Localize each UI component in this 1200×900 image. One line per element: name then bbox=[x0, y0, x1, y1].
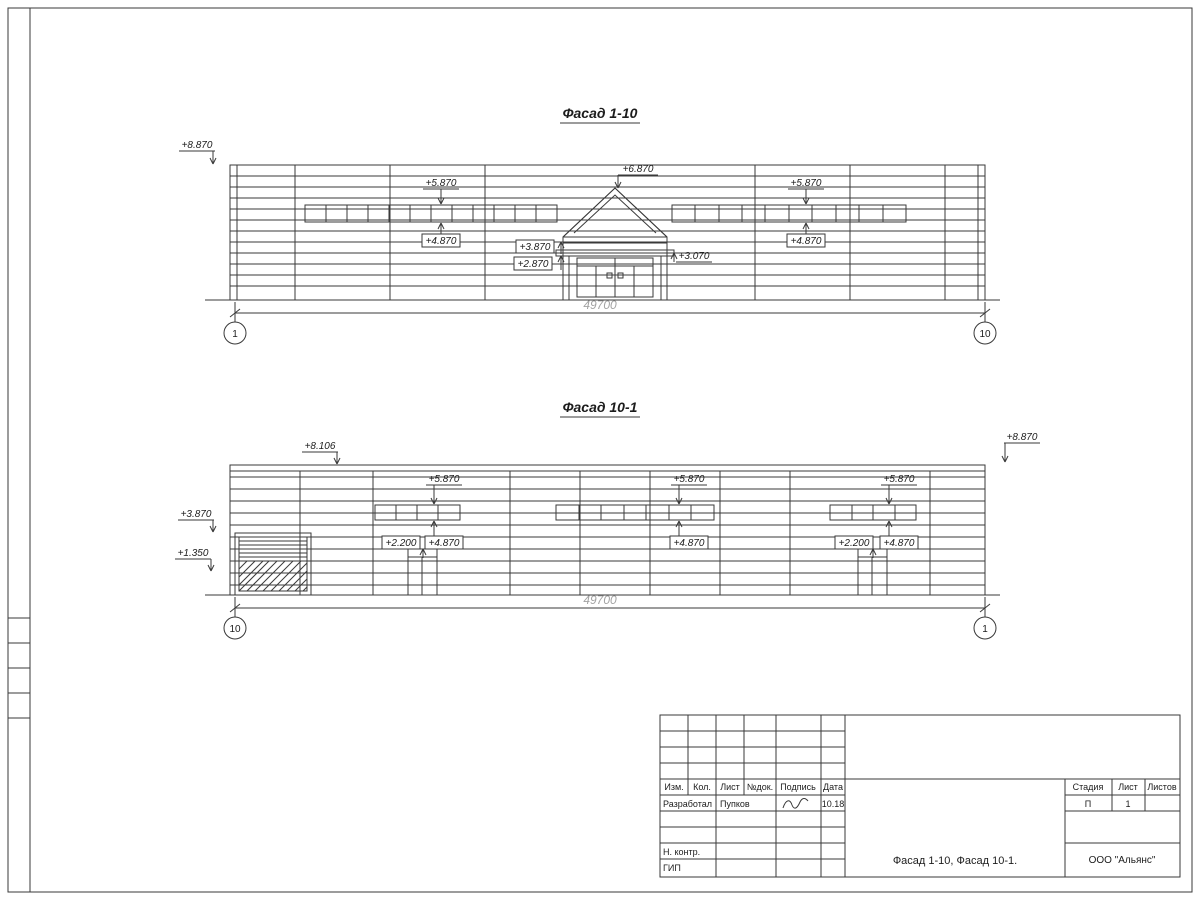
facade-1-10-wall bbox=[229, 164, 986, 301]
elevation-mark-wall-left-lower: +1.350 bbox=[175, 548, 215, 572]
col-header-ndok: №док. bbox=[747, 782, 773, 792]
signature bbox=[782, 798, 809, 809]
elevation-mark-band-b-bottom: +4.870 bbox=[669, 520, 709, 550]
svg-text:+5.870: +5.870 bbox=[426, 178, 457, 189]
col-header-kol: Кол. bbox=[693, 782, 711, 792]
elevation-mark-ridge: +6.870 bbox=[614, 164, 658, 189]
axis-label: 1 bbox=[232, 329, 238, 340]
dimension-line bbox=[229, 302, 991, 322]
louver-grille bbox=[234, 532, 312, 596]
svg-text:+4.870: +4.870 bbox=[674, 538, 705, 549]
svg-text:+2.200: +2.200 bbox=[386, 538, 417, 549]
sheet-value: 1 bbox=[1125, 799, 1130, 809]
sheet-title: Фасад 1-10, Фасад 10-1. bbox=[893, 855, 1017, 867]
svg-text:+8.106: +8.106 bbox=[305, 441, 336, 452]
elevation-mark-band-a-top: +5.870 bbox=[426, 474, 462, 505]
svg-text:+4.870: +4.870 bbox=[429, 538, 460, 549]
elevation-mark-top-left: +8.870 bbox=[179, 140, 217, 165]
ncontrol-label: Н. контр. bbox=[663, 847, 700, 857]
axis-label: 1 bbox=[982, 624, 988, 635]
stage-header: Стадия bbox=[1073, 782, 1104, 792]
col-header-podpis: Подпись bbox=[780, 782, 816, 792]
sheet-frame bbox=[7, 7, 1193, 893]
svg-text:+3.870: +3.870 bbox=[520, 242, 551, 253]
elevation-mark-band-b-top: +5.870 bbox=[671, 474, 707, 505]
window-band-a bbox=[374, 504, 461, 521]
developed-date: 10.18 bbox=[822, 799, 845, 809]
axis-marker-right bbox=[973, 321, 997, 345]
dimension-line bbox=[229, 597, 991, 617]
elevation-mark-canopy-lower: +2.870 bbox=[513, 255, 565, 271]
elevation-mark-band-left-top: +5.870 bbox=[423, 178, 459, 205]
elevation-mark-band-c-top: +5.870 bbox=[881, 474, 917, 505]
svg-text:+5.870: +5.870 bbox=[791, 178, 822, 189]
axis-label: 10 bbox=[979, 329, 991, 340]
svg-text:+2.200: +2.200 bbox=[839, 538, 870, 549]
svg-text:+3.870: +3.870 bbox=[181, 509, 212, 520]
axis-marker-right bbox=[973, 616, 997, 640]
elevation-mark-band-left-bottom: +4.870 bbox=[421, 222, 461, 248]
elevation-mark-band-c-bottom: +4.870 bbox=[879, 520, 919, 550]
col-header-list: Лист bbox=[720, 782, 740, 792]
elevation-mark-canopy-side: +3.070 bbox=[670, 251, 712, 263]
sheets-header: Листов bbox=[1147, 782, 1176, 792]
elevation-mark-door-c: +2.200 bbox=[834, 535, 877, 558]
facade-1-10: Фасад 1-10 bbox=[179, 105, 1000, 345]
elevation-mark-parapet-right: +8.870 bbox=[1001, 432, 1040, 463]
elevation-mark-band-right-bottom: +4.870 bbox=[786, 222, 826, 248]
svg-text:+6.870: +6.870 bbox=[623, 164, 654, 175]
axis-marker-left bbox=[223, 321, 247, 345]
axis-label: 10 bbox=[229, 624, 241, 635]
gip-label: ГИП bbox=[663, 863, 681, 873]
svg-text:+4.870: +4.870 bbox=[791, 236, 822, 247]
facade-10-1: Фасад 10-1 bbox=[175, 399, 1040, 640]
developed-label: Разработал bbox=[663, 799, 712, 809]
sheet-header: Лист bbox=[1118, 782, 1138, 792]
elevation-mark-band-right-top: +5.870 bbox=[788, 178, 824, 205]
svg-text:+5.870: +5.870 bbox=[429, 474, 460, 485]
facade-1-10-title: Фасад 1-10 bbox=[563, 105, 638, 121]
axis-marker-left bbox=[223, 616, 247, 640]
overall-dimension: 49700 bbox=[583, 298, 617, 312]
svg-text:+5.870: +5.870 bbox=[674, 474, 705, 485]
window-band-b bbox=[555, 504, 715, 521]
window-band-left bbox=[304, 204, 558, 223]
svg-text:+4.870: +4.870 bbox=[884, 538, 915, 549]
svg-text:+2.870: +2.870 bbox=[518, 259, 549, 270]
svg-text:+8.870: +8.870 bbox=[182, 140, 213, 151]
svg-text:+3.070: +3.070 bbox=[679, 251, 710, 262]
svg-text:+4.870: +4.870 bbox=[426, 236, 457, 247]
stage-value: П bbox=[1085, 799, 1091, 809]
company-name: ООО "Альянс" bbox=[1089, 855, 1156, 866]
door-handle bbox=[617, 272, 624, 279]
window-band-c bbox=[829, 504, 917, 521]
elevation-mark-door-a: +2.200 bbox=[381, 535, 427, 558]
title-block: Изм. Кол. Лист №док. Подпись Дата Разраб… bbox=[659, 714, 1181, 878]
col-header-data: Дата bbox=[823, 782, 843, 792]
facade-10-1-title: Фасад 10-1 bbox=[563, 399, 638, 415]
developed-name: Пупков bbox=[720, 799, 750, 809]
facade-10-1-wall bbox=[229, 464, 986, 596]
elevation-mark-parapet-left: +8.106 bbox=[302, 441, 341, 465]
elevation-mark-canopy-upper: +3.870 bbox=[515, 239, 565, 254]
door-handle bbox=[606, 272, 613, 279]
svg-text:+1.350: +1.350 bbox=[178, 548, 209, 559]
title-block-grid bbox=[659, 714, 1181, 878]
overall-dimension: 49700 bbox=[583, 593, 617, 607]
elevation-mark-band-a-bottom: +4.870 bbox=[424, 520, 464, 550]
svg-text:+8.870: +8.870 bbox=[1007, 432, 1038, 443]
svg-text:+5.870: +5.870 bbox=[884, 474, 915, 485]
window-band-right bbox=[671, 204, 907, 223]
col-header-izm: Изм. bbox=[664, 782, 683, 792]
entrance-pediment bbox=[555, 187, 675, 301]
elevation-mark-wall-left-upper: +3.870 bbox=[178, 509, 217, 533]
